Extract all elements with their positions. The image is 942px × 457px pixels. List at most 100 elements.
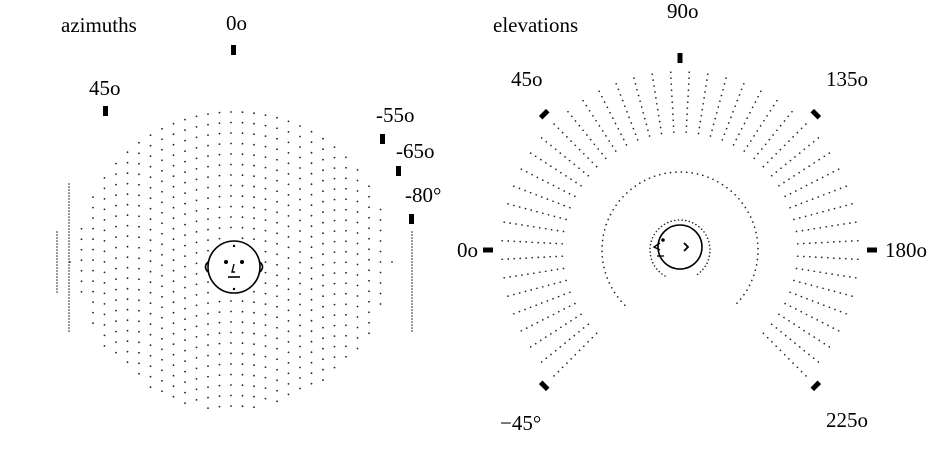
- azimuth-edge-dot: [56, 288, 58, 290]
- azimuth-grid-dot: [103, 324, 106, 326]
- elevation-inner-arc-dot: [675, 171, 677, 173]
- elevation-grid-dot: [573, 334, 576, 337]
- elevation-head-ring-dot: [700, 228, 703, 230]
- azimuth-grid-dot: [287, 341, 290, 343]
- azimuth-grid-dot: [299, 230, 301, 232]
- azimuth-grid-dot: [368, 279, 370, 282]
- azimuth-grid-dot: [310, 298, 313, 301]
- elevation-grid-dot: [813, 270, 816, 273]
- elevation-grid-dot: [531, 256, 534, 259]
- azimuth-edge-dot: [56, 237, 58, 239]
- azimuth-grid-dot: [310, 183, 313, 186]
- azimuth-grid-dot: [172, 395, 175, 398]
- elevation-inner-arc-dot: [630, 188, 632, 191]
- azimuth-grid-dot: [161, 190, 163, 193]
- elevation-grid-dot: [686, 107, 689, 110]
- elevation-grid-dot: [808, 165, 811, 167]
- azimuth-grid-dot: [149, 134, 152, 137]
- azimuth-grid-dot: [356, 316, 359, 318]
- elevation-grid-dot: [553, 282, 556, 285]
- elevation-grid-dot: [672, 113, 674, 116]
- azimuth-grid-dot: [149, 375, 152, 378]
- azimuth-grid-dot: [149, 354, 152, 357]
- azimuth-edge-dot: [411, 264, 413, 266]
- elevation-grid-dot: [792, 362, 794, 364]
- elevation-inner-arc-dot: [607, 218, 610, 221]
- elevation-grid-dot: [570, 319, 572, 322]
- elevation-grid-dot: [587, 323, 590, 326]
- elevation-grid-dot: [501, 239, 504, 242]
- elevation-grid-dot: [818, 339, 821, 342]
- azimuth-grid-dot: [92, 301, 94, 303]
- elevation-grid-dot: [688, 71, 691, 74]
- azimuth-grid-dot: [218, 195, 221, 198]
- elevation-grid-dot: [783, 181, 785, 184]
- azimuth-grid-dot: [172, 332, 175, 335]
- azimuth-grid-dot: [276, 305, 278, 308]
- azimuth-grid-dot: [149, 281, 152, 284]
- elevation-inner-arc-dot: [754, 269, 757, 272]
- elevation-grid-dot: [555, 242, 558, 245]
- elevation-grid-dot: [555, 168, 557, 171]
- elevation-head-ring-dot: [703, 231, 705, 233]
- elevation-grid-dot: [756, 130, 759, 132]
- azimuth-grid-dot: [161, 390, 163, 393]
- azimuth-grid-dot: [207, 249, 209, 252]
- elevation-grid-dot: [598, 90, 601, 93]
- elevation-dot-grid: [501, 71, 859, 377]
- azimuth-grid-dot: [230, 184, 232, 187]
- azimuth-grid-dot: [253, 175, 255, 178]
- elevation-head-ring-dot: [706, 262, 708, 265]
- elevation-grid-dot: [552, 313, 555, 316]
- azimuth-grid-dot: [287, 372, 290, 375]
- azimuth-grid-dot: [161, 159, 163, 162]
- azimuth-grid-dot: [126, 182, 129, 185]
- elevation-grid-dot: [549, 242, 552, 245]
- elevation-grid-dot: [831, 225, 833, 227]
- elevation-grid-dot: [578, 148, 581, 151]
- azimuth-grid-dot: [184, 234, 186, 237]
- elevation-grid-dot: [559, 346, 562, 348]
- elevation-grid-dot: [794, 308, 797, 310]
- tick-az-minus80: [409, 214, 414, 224]
- elevation-grid-dot: [531, 241, 534, 244]
- azimuth-edge-dot: [56, 243, 58, 245]
- azimuth-grid-dot: [195, 178, 198, 181]
- elevation-grid-dot: [605, 135, 607, 137]
- azimuth-grid-dot: [172, 353, 175, 356]
- azimuth-edge-dot: [411, 291, 413, 293]
- elevation-grid-dot: [520, 168, 523, 171]
- elevation-grid-dot: [507, 295, 509, 297]
- azimuth-grid-dot: [345, 334, 347, 337]
- elevation-grid-dot: [812, 140, 815, 143]
- elevation-grid-dot: [793, 175, 795, 177]
- azimuth-grid-dot: [230, 373, 232, 376]
- elevation-inner-arc-dot: [609, 213, 612, 216]
- azimuth-grid-dot: [230, 163, 232, 166]
- azimuth-grid-dot: [310, 267, 313, 270]
- elevation-grid-dot: [819, 226, 822, 229]
- label-el-135: 135o: [826, 67, 868, 91]
- azimuth-grid-dot: [310, 235, 313, 238]
- azimuth-grid-dot: [299, 303, 301, 306]
- azimuth-grid-dot: [218, 374, 221, 376]
- azimuth-grid-dot: [345, 240, 347, 243]
- azimuth-grid-dot: [161, 180, 163, 183]
- azimuth-grid-dot: [333, 324, 336, 327]
- azimuth-grid-dot: [149, 228, 152, 231]
- azimuth-grid-dot: [172, 311, 175, 314]
- azimuth-grid-dot: [103, 219, 106, 221]
- elevation-grid-dot: [789, 305, 792, 308]
- elevation-grid-dot: [595, 332, 598, 335]
- azimuth-grid-dot: [149, 312, 152, 315]
- azimuth-grid-dot: [184, 255, 186, 257]
- elevation-grid-dot: [561, 131, 564, 134]
- azimuth-edge-dot: [56, 279, 58, 281]
- azimuth-grid-dot: [368, 269, 370, 272]
- elevation-inner-arc-dot: [755, 264, 758, 266]
- azimuth-grid-dot: [149, 386, 152, 389]
- elevation-grid-dot: [672, 119, 675, 122]
- elevation-grid-dot: [808, 353, 810, 356]
- azimuth-grid-dot: [368, 300, 370, 303]
- azimuth-grid-dot: [253, 154, 255, 157]
